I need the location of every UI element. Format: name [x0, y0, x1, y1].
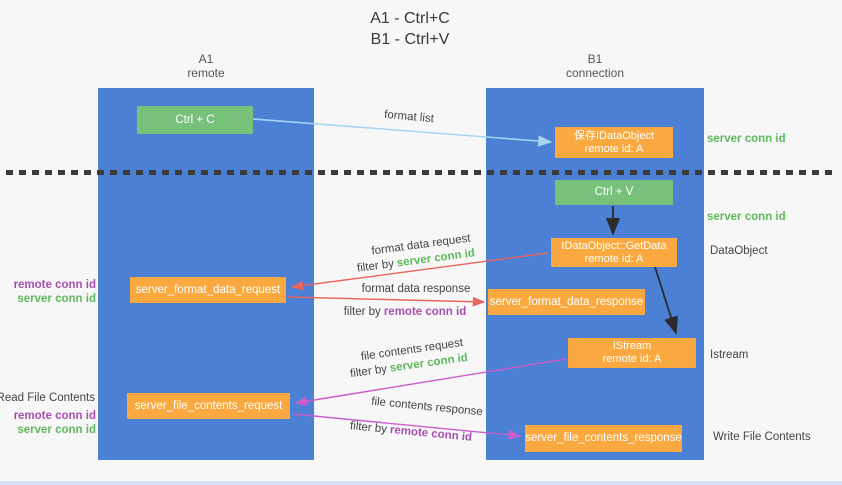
side-label-server-conn-id-1: server conn id — [17, 293, 96, 305]
node-idataobject-getdata: IDataObject::GetData remote id: A — [551, 238, 677, 267]
side-label-remote-conn-id-2: remote conn id — [13, 410, 96, 422]
node-ctrl-v: Ctrl + V — [555, 180, 673, 205]
arrow-format-data-response — [287, 296, 486, 307]
side-label-server-conn-id-mid: server conn id — [707, 211, 786, 223]
format-data-response-text: format data response — [361, 283, 471, 295]
format-list-text: format list — [383, 108, 435, 126]
side-label-read-file-contents: Read File Contents — [0, 392, 95, 404]
lifeline-a1-name: A1 — [198, 52, 214, 66]
side-label-server-conn-id-top: server conn id — [707, 133, 786, 145]
node-istream: IStream remote id: A — [568, 338, 696, 368]
node-save-idataobject-sublabel: remote id: A — [584, 142, 644, 155]
lifeline-header-a1: A1 remote — [98, 52, 314, 80]
node-istream-label: IStream — [612, 340, 652, 352]
side-label-write-file-contents: Write File Contents — [713, 431, 811, 443]
node-server-format-data-response: server_format_data_response — [488, 289, 645, 315]
title-line-1: A1 - Ctrl+C — [370, 10, 450, 27]
remote-conn-id-text: remote conn id — [383, 306, 467, 318]
filter-by-text: filter by — [356, 257, 395, 275]
filter-by-text: filter by — [349, 420, 388, 436]
node-file-request-label: server_file_contents_request — [134, 399, 283, 412]
node-format-response-label: server_format_data_response — [489, 295, 644, 308]
node-ctrl-v-label: Ctrl + V — [594, 186, 634, 198]
node-save-idataobject: 保存IDataObject remote id: A — [555, 127, 673, 158]
side-label-istream: Istream — [710, 349, 749, 361]
side-label-dataobject: DataObject — [710, 245, 768, 257]
node-server-file-contents-response: server_file_contents_response — [525, 425, 682, 452]
edge-label-format-data-response: format data response — [362, 283, 471, 295]
node-server-file-contents-request: server_file_contents_request — [127, 393, 290, 419]
node-getdata-sublabel: remote id: A — [584, 252, 644, 265]
node-format-request-label: server_format_data_request — [135, 283, 281, 296]
diagram-title: A1 - Ctrl+C B1 - Ctrl+V — [0, 8, 820, 50]
edge-label-file-contents-response: file contents response — [371, 396, 484, 419]
node-file-response-label: server_file_contents_response — [525, 432, 682, 444]
lifeline-a1-subtitle: remote — [187, 66, 225, 80]
remote-conn-id-text: remote conn id — [389, 423, 473, 444]
filter-by-text: filter by — [349, 363, 388, 381]
side-label-server-conn-id-2: server conn id — [17, 424, 96, 436]
lifeline-header-b1: B1 connection — [486, 52, 704, 80]
file-contents-response-text: file contents response — [370, 395, 484, 419]
node-istream-sublabel: remote id: A — [602, 353, 662, 365]
node-ctrl-c-label: Ctrl + C — [175, 113, 215, 126]
session-separator-line — [6, 170, 836, 175]
node-save-idataobject-label: 保存IDataObject — [573, 129, 655, 142]
bottom-window-edge — [0, 481, 842, 485]
edge-label-format-list: format list — [384, 109, 435, 125]
node-ctrl-c: Ctrl + C — [137, 106, 253, 134]
lifeline-b1-subtitle: connection — [565, 66, 625, 80]
lifeline-b1-name: B1 — [587, 52, 603, 66]
filter-by-text: filter by — [343, 306, 381, 318]
node-server-format-data-request: server_format_data_request — [130, 277, 286, 303]
side-label-remote-conn-id-1: remote conn id — [13, 279, 96, 291]
title-line-2: B1 - Ctrl+V — [370, 31, 450, 48]
node-getdata-label: IDataObject::GetData — [561, 239, 667, 252]
